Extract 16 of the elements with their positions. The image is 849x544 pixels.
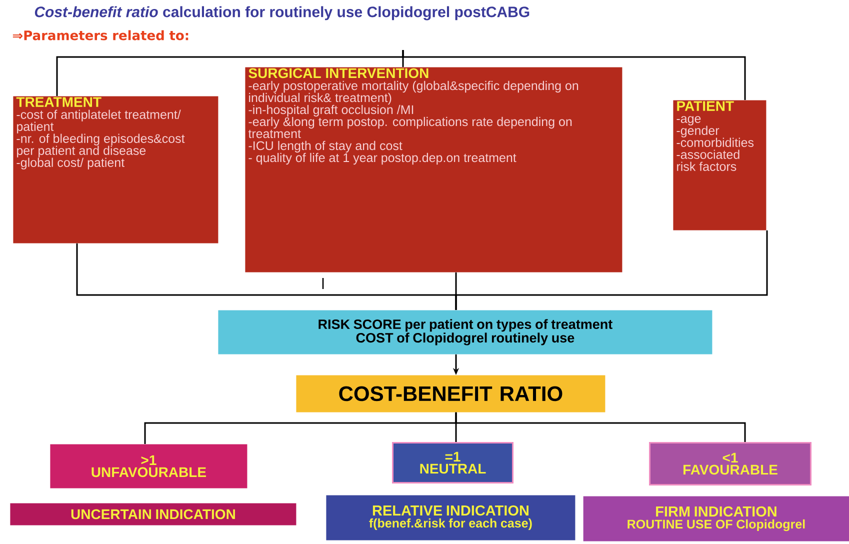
- indication-box: RELATIVE INDICATION f(benef.&risk for each case): [326, 495, 576, 540]
- connector-line: [402, 50, 746, 100]
- ratio-box: COST-BENEFIT RATIO: [296, 375, 606, 412]
- indication-box: FIRM INDICATION ROUTINE USE OF Clopidogrel: [583, 496, 849, 542]
- category-box: SURGICAL INTERVENTION -early postoperative mortality (global&specific depending on individual risk& treatment) -in-hospital graft occlusion /MI -early &long term postop. complications rate depending on treatment -ICU length of stay and cost - quality of life at 1 year postop.dep.on treatment: [245, 67, 622, 272]
- connector-line: [455, 412, 746, 442]
- result-box: UNCERTAIN INDICATION: [10, 503, 296, 526]
- category-box: PATIENT -age -gender -comorbidities -associated risk factors: [673, 100, 766, 230]
- result-box: <1 FAVOURABLE: [649, 442, 812, 486]
- title-text: Cost-benefit ratio calculation for routinely use Clopidogrel postCABG: [34, 6, 530, 20]
- result-box: =1 NEUTRAL: [392, 442, 514, 484]
- category-box: TREATMENT -cost of antiplatelet treatment/ patient -nr. of bleeding episodes&cost per patient and disease -global cost/ patient: [13, 96, 218, 244]
- heading-text: ⇒Parameters related to:: [12, 30, 188, 40]
- connector-line: [455, 230, 768, 310]
- result-box: >1 UNFAVOURABLE: [50, 444, 248, 488]
- risk-score-box: RISK SCORE per patient on types of treatment COST of Clopidogrel routinely use: [218, 310, 712, 354]
